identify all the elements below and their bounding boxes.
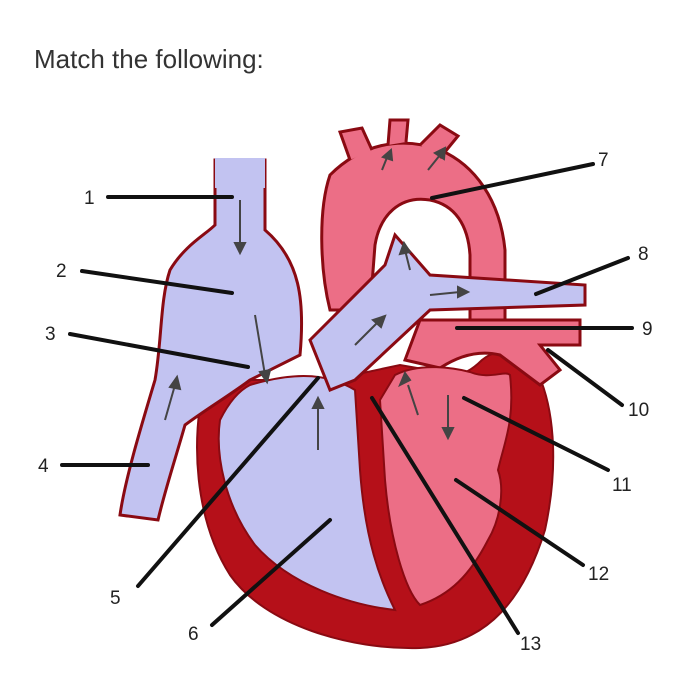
label-7: 7	[598, 150, 609, 171]
label-5: 5	[110, 588, 121, 609]
superior-vena-cava	[215, 158, 265, 188]
label-6: 6	[188, 624, 199, 645]
label-13: 13	[520, 634, 541, 655]
label-1: 1	[84, 188, 95, 209]
label-10: 10	[628, 400, 649, 421]
label-8: 8	[638, 244, 649, 265]
label-3: 3	[45, 324, 56, 345]
label-12: 12	[588, 564, 609, 585]
label-9: 9	[642, 319, 653, 340]
label-11: 11	[612, 475, 632, 496]
label-2: 2	[56, 261, 67, 282]
label-4: 4	[38, 456, 49, 477]
